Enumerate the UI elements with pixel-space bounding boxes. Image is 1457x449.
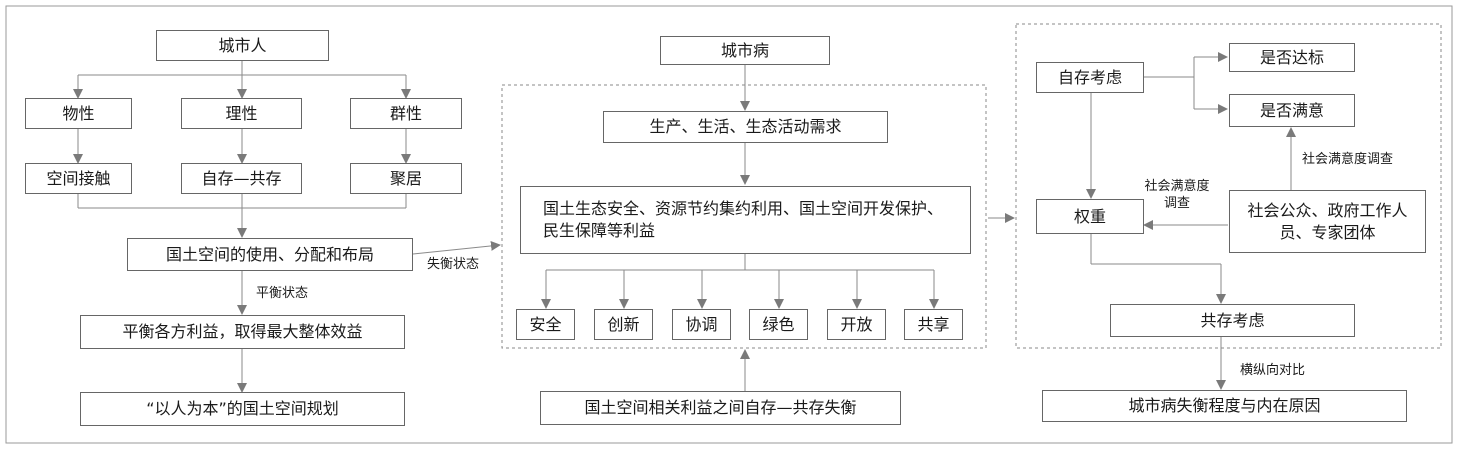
people-planning-text: “以人为本”的国土空间规划: [146, 399, 339, 418]
principle-open-text: 开放: [840, 314, 873, 334]
rational-text: 理性: [225, 103, 258, 123]
balance-benefit-text: 平衡各方利益，取得最大整体效益: [122, 322, 363, 341]
social-box: 群性: [350, 98, 462, 129]
settle-box: 聚居: [350, 163, 462, 194]
principle-innovation-box: 创新: [594, 309, 653, 340]
imbalance-text: 国土空间相关利益之间自存—共存失衡: [584, 398, 857, 417]
up-to-standard-text: 是否达标: [1259, 47, 1324, 67]
principle-green-box: 绿色: [749, 309, 808, 340]
space-contact-box: 空间接触: [25, 163, 132, 194]
satisfied-box: 是否满意: [1229, 94, 1355, 127]
principle-coordination-text: 协调: [685, 314, 718, 334]
space-contact-text: 空间接触: [46, 168, 111, 188]
imbalance-state-label: 失衡状态: [427, 257, 480, 272]
principle-coordination-box: 协调: [672, 309, 731, 340]
principle-safety-box: 安全: [516, 309, 575, 340]
material-text: 物性: [62, 103, 95, 123]
principle-share-box: 共享: [904, 309, 963, 340]
coexist-consider-box: 共存考虑: [1110, 304, 1355, 337]
principle-green-text: 绿色: [762, 314, 795, 334]
horizontal-compare-label: 横纵向对比: [1240, 363, 1306, 378]
land-use-text: 国土空间的使用、分配和布局: [165, 244, 374, 264]
city-disease-box: 城市病: [660, 36, 830, 65]
rational-box: 理性: [181, 98, 302, 129]
interests-text: 国土生态安全、资源节约集约利用、国土空间开发保护、民生保障等利益: [543, 199, 944, 240]
city-people-text: 城市人: [218, 35, 267, 55]
stakeholders-text: 社会公众、政府工作人员、专家团体: [1247, 200, 1408, 242]
material-box: 物性: [25, 98, 132, 129]
interests-box: 国土生态安全、资源节约集约利用、国土空间开发保护、民生保障等利益: [520, 186, 971, 254]
balance-benefit-box: 平衡各方利益，取得最大整体效益: [80, 315, 405, 349]
self-consider-box: 自存考虑: [1036, 62, 1144, 93]
balance-state-label: 平衡状态: [256, 286, 309, 301]
satisfied-text: 是否满意: [1259, 100, 1324, 120]
social-text: 群性: [389, 103, 422, 123]
result-box: 城市病失衡程度与内在原因: [1042, 390, 1407, 422]
stakeholders-box: 社会公众、政府工作人员、专家团体: [1229, 190, 1426, 253]
people-planning-box: “以人为本”的国土空间规划: [80, 392, 405, 426]
middle-dashed-frame: [501, 84, 987, 349]
settle-text: 聚居: [389, 168, 422, 188]
principle-innovation-text: 创新: [607, 314, 640, 334]
outer-frame: [5, 5, 1453, 444]
coexist-consider-text: 共存考虑: [1200, 310, 1265, 330]
right-dashed-frame: [1015, 23, 1442, 349]
city-disease-text: 城市病: [720, 40, 769, 60]
demand-text: 生产、生活、生态活动需求: [649, 117, 842, 136]
weight-box: 权重: [1036, 199, 1144, 234]
principle-open-box: 开放: [827, 309, 886, 340]
imbalance-box: 国土空间相关利益之间自存—共存失衡: [540, 391, 901, 425]
principle-safety-text: 安全: [529, 314, 562, 334]
weight-text: 权重: [1073, 206, 1106, 226]
self-consider-text: 自存考虑: [1057, 67, 1122, 87]
principle-share-text: 共享: [917, 314, 950, 334]
survey-left-label: 社会满意度调查: [1144, 179, 1210, 211]
land-use-box: 国土空间的使用、分配和布局: [127, 238, 413, 271]
self-coexist-box: 自存—共存: [181, 163, 302, 194]
self-coexist-text: 自存—共存: [201, 168, 282, 188]
demand-box: 生产、生活、生态活动需求: [603, 111, 888, 143]
city-people-box: 城市人: [156, 30, 329, 61]
up-to-standard-box: 是否达标: [1229, 43, 1355, 72]
result-text: 城市病失衡程度与内在原因: [1128, 396, 1321, 415]
survey-up-label: 社会满意度调查: [1302, 152, 1394, 167]
